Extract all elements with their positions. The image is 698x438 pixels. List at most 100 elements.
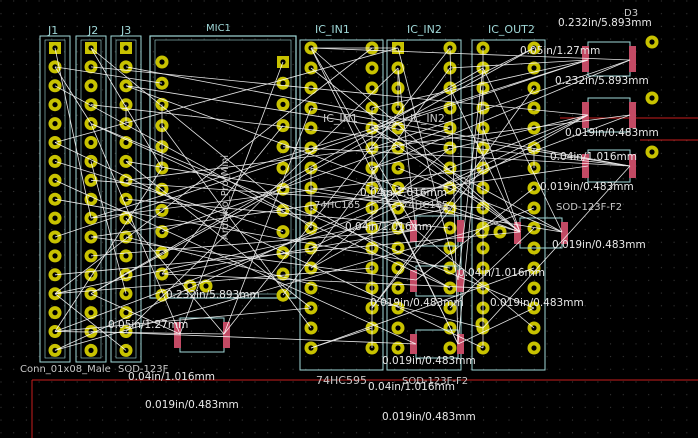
pad-drill xyxy=(649,149,655,155)
ratsnest-line xyxy=(90,123,451,289)
ratsnest-line xyxy=(282,146,631,167)
connector-outline xyxy=(39,35,71,363)
ratsnest-line xyxy=(282,67,451,296)
pad-drill xyxy=(52,310,58,316)
ratsnest-line xyxy=(54,198,451,269)
ratsnest-line xyxy=(310,207,451,289)
connector-j1 xyxy=(39,35,71,363)
ratsnest-line xyxy=(125,161,312,309)
diode-d7 xyxy=(410,215,464,247)
ratsnest-line xyxy=(90,104,631,167)
ratsnest-line xyxy=(90,47,535,295)
ratsnest-line xyxy=(371,87,535,309)
ratsnest-line xyxy=(90,161,127,294)
pad-drill xyxy=(369,85,375,91)
connector-j2 xyxy=(75,35,107,363)
ratsnest-line xyxy=(125,66,451,129)
pad-drill xyxy=(88,272,94,278)
ratsnest-line xyxy=(125,217,225,335)
pad-drill xyxy=(308,285,314,291)
mount-pad-1 xyxy=(645,91,659,105)
ratsnest-line xyxy=(90,167,484,219)
pad-drill xyxy=(52,196,58,202)
dip-outline xyxy=(471,39,546,371)
pad-drill xyxy=(531,285,537,291)
mount-pad-0 xyxy=(645,35,659,49)
label-ic-in2: IC_IN2 xyxy=(407,23,442,36)
label-ic-in2-inner: IC_IN2 xyxy=(410,112,445,125)
ratsnest-line xyxy=(54,167,163,332)
label-74hc165-a: 74HC165 xyxy=(314,200,360,211)
smd-pad-right xyxy=(223,322,230,348)
smd-pad-left xyxy=(514,222,521,244)
dim-c: 0.04in/1.016mm xyxy=(550,151,637,163)
ratsnest-line xyxy=(161,273,484,289)
dim-d: 0.019in/0.483mm xyxy=(540,181,634,193)
connector-outline xyxy=(110,35,142,363)
dimension-labels: 0.232in/5.893mm 0.232in/5.893mm 0.05in/1… xyxy=(108,17,659,423)
pad-drill xyxy=(52,215,58,221)
pad-drill xyxy=(52,177,58,183)
ratsnest-line xyxy=(54,66,163,84)
label-ic-in1: IC_IN1 xyxy=(315,23,350,36)
ratsnest-line xyxy=(90,331,417,345)
pad-drill xyxy=(280,165,286,171)
pad-drill xyxy=(88,196,94,202)
ratsnest-line xyxy=(54,85,284,211)
pad-drill xyxy=(280,271,286,277)
dim-center-b: 0.019in/0.483mm xyxy=(370,297,464,309)
pad-drill xyxy=(52,102,58,108)
ratsnest-line xyxy=(397,167,563,233)
ratsnest-line xyxy=(482,207,535,229)
ratsnest-line xyxy=(371,114,589,169)
label-mic1: MIC1 xyxy=(206,23,231,34)
ratsnest-layer xyxy=(54,47,631,351)
pad-drill xyxy=(395,245,401,251)
ratsnest-line xyxy=(90,165,589,238)
ratsnest-line xyxy=(54,293,127,351)
ratsnest-line xyxy=(310,187,451,209)
dim-bottom-b: 0.019in/0.483mm xyxy=(145,399,239,411)
pad-drill xyxy=(369,65,375,71)
ratsnest-line xyxy=(125,236,484,329)
dim-mid-c: 0.04in/1.016mm xyxy=(458,267,545,279)
ratsnest-line xyxy=(223,107,312,335)
ratsnest-line xyxy=(310,147,451,269)
ratsnest-line xyxy=(54,47,92,219)
silk-labels: J1 J2 J3 MIC1 IC_IN1 IC_IN2 IC_OUT2 IC_I… xyxy=(20,8,638,387)
label-ic-out2: IC_OUT2 xyxy=(488,23,535,36)
dim-mid-a: 0.04in/1.016mm xyxy=(360,187,447,199)
dim-bottom-a: 0.04in/1.016mm xyxy=(128,371,215,383)
smd-pad-left xyxy=(410,220,417,242)
ratsnest-line xyxy=(54,331,225,335)
connector-inner xyxy=(115,39,137,359)
ratsnest-line xyxy=(54,179,417,345)
dim-b: 0.019in/0.483mm xyxy=(565,127,659,139)
pad-drill xyxy=(447,345,453,351)
ratsnest-line xyxy=(161,125,312,329)
ratsnest-line xyxy=(310,114,589,249)
pad-drill xyxy=(280,144,286,150)
pad-drill xyxy=(123,45,129,51)
connector-outline xyxy=(75,35,107,363)
dim-a: 0.05in/1.27mm xyxy=(520,45,600,57)
pad-drill xyxy=(123,253,129,259)
ratsnest-line xyxy=(54,207,451,295)
ratsnest-line xyxy=(482,127,521,233)
pad-drill xyxy=(52,253,58,259)
smd-pad-left xyxy=(410,270,417,292)
ratsnest-line xyxy=(179,61,284,335)
pad-drill xyxy=(479,321,485,327)
connector-inner xyxy=(44,39,66,359)
pad-drill xyxy=(280,101,286,107)
ratsnest-line xyxy=(449,114,589,169)
ratsnest-line xyxy=(90,59,589,219)
ratsnest-line xyxy=(397,47,459,281)
pad-drill xyxy=(88,139,94,146)
dim-bottom-c: 0.04in/1.016mm xyxy=(368,381,455,393)
ratsnest-line xyxy=(90,66,589,116)
label-j2: J2 xyxy=(87,24,98,37)
ratsnest-line xyxy=(125,85,631,167)
ratsnest-line xyxy=(371,167,459,345)
